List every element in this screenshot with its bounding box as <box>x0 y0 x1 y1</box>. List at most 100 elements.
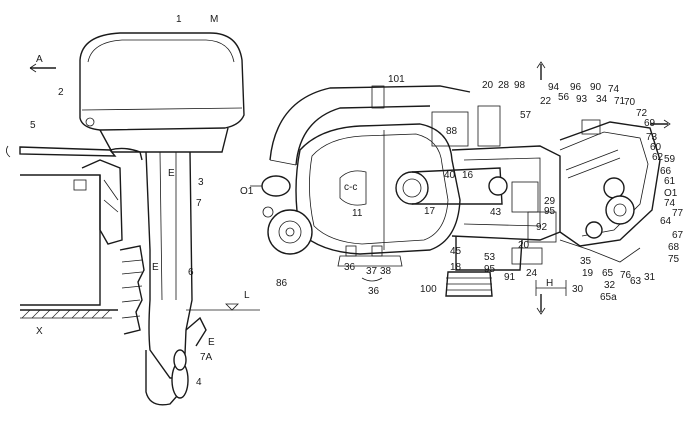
label-1: 1 <box>176 14 182 25</box>
oil-cap-o1 <box>261 175 291 197</box>
arrow-down-head <box>536 307 546 315</box>
label-91: 91 <box>504 272 516 283</box>
breather-cap <box>581 119 601 135</box>
label-57: 57 <box>520 110 532 121</box>
label-o1-right: O1 <box>664 188 678 199</box>
crankshaft <box>395 171 429 205</box>
tiller-handle <box>19 146 117 157</box>
label-92: 92 <box>536 222 548 233</box>
label-95-upper: 95 <box>544 206 556 217</box>
label-67: 67 <box>672 230 684 241</box>
label-63: 63 <box>630 276 642 287</box>
drain-plug <box>345 245 357 257</box>
label-95-lower: 95 <box>484 264 496 275</box>
label-e-upper: E <box>168 168 175 179</box>
label-7a: 7A <box>200 352 213 363</box>
label-93: 93 <box>576 94 588 105</box>
clamp-detail <box>103 179 119 213</box>
label-22: 22 <box>540 96 552 107</box>
lower-head-edge <box>559 239 641 263</box>
label-70: 70 <box>624 97 636 108</box>
exhaust-manifold <box>455 236 523 271</box>
boat-transom <box>20 174 101 306</box>
exhaust-outlet <box>185 316 207 347</box>
oil-filter-ribs <box>446 277 492 291</box>
camshaft-right-center <box>613 203 627 217</box>
label-73: 73 <box>646 132 658 143</box>
label-e-middle: E <box>152 262 159 273</box>
label-65a: 65a <box>600 292 617 303</box>
camshaft-right <box>605 195 635 225</box>
label-11: 11 <box>352 208 363 219</box>
crank-web <box>339 170 367 206</box>
chamber-92 <box>527 211 557 243</box>
label-x: X <box>36 326 43 337</box>
label-40: 40 <box>444 170 456 181</box>
label-53: 53 <box>484 252 496 263</box>
label-o1-left: O1 <box>240 186 254 197</box>
cover-latch <box>85 117 95 127</box>
rubber-boot <box>119 245 145 335</box>
label-29: 29 <box>544 196 556 207</box>
label-m: M <box>210 14 218 25</box>
label-28: 28 <box>498 80 510 91</box>
chamber-88 <box>431 111 469 147</box>
starter-gear-shaft <box>285 227 295 237</box>
label-36-upper: 36 <box>344 262 356 273</box>
view-arrow-a-head <box>29 63 37 73</box>
lower-cowl <box>99 127 229 153</box>
camshaft-left <box>603 177 625 199</box>
label-61: 61 <box>664 176 676 187</box>
label-6: 6 <box>188 267 194 278</box>
label-c-c: c-c <box>344 182 357 193</box>
label-96: 96 <box>570 82 582 93</box>
label-101: 101 <box>388 74 405 85</box>
label-19: 19 <box>582 268 594 279</box>
group-bracket-36 <box>361 277 383 282</box>
label-7: 7 <box>196 198 202 209</box>
label-77: 77 <box>672 208 684 219</box>
label-62: 62 <box>652 152 664 163</box>
piston <box>511 181 539 213</box>
label-43: 43 <box>490 207 502 218</box>
cylinder-head <box>559 121 661 247</box>
label-e-lower: E <box>208 337 215 348</box>
label-71: 71 <box>614 96 626 107</box>
label-68: 68 <box>668 242 680 253</box>
duct-clamp <box>371 85 385 109</box>
left-reference-numerals: 1 M A 2 5 3 7 E 6 E L X E 7A 4 <box>30 14 250 388</box>
label-h: H <box>546 278 553 289</box>
intake-duct-inner <box>295 105 431 166</box>
label-76: 76 <box>620 270 632 281</box>
cylinder-block <box>451 145 561 241</box>
label-5: 5 <box>30 120 36 131</box>
chamber-20 <box>511 247 543 265</box>
starter-gear-center <box>278 220 302 244</box>
label-69: 69 <box>644 118 656 129</box>
label-86: 86 <box>276 278 288 289</box>
valve-spring-seat <box>585 221 603 239</box>
cylinder-bore <box>463 157 541 227</box>
arrow-right-head <box>663 119 671 129</box>
label-31: 31 <box>644 272 656 283</box>
hull-hatching <box>21 309 111 319</box>
cover-ridge <box>87 39 235 63</box>
rocker-arm <box>565 149 621 179</box>
label-45: 45 <box>450 246 462 257</box>
engine-cross-section <box>250 61 671 315</box>
tiller-bracket <box>109 147 143 161</box>
label-56: 56 <box>558 92 570 103</box>
engine-cover <box>79 32 245 131</box>
exhaust-passage <box>159 151 177 301</box>
label-88: 88 <box>446 126 458 137</box>
intake-duct-outer <box>269 85 471 161</box>
valve-body <box>477 105 501 147</box>
label-24: 24 <box>526 268 538 279</box>
label-100: 100 <box>420 284 437 295</box>
tiller-arrow <box>6 145 11 158</box>
label-74-top: 74 <box>608 84 620 95</box>
cylinder-head-inner <box>559 131 649 237</box>
crankcase <box>295 123 461 255</box>
cover-seam <box>81 107 243 111</box>
